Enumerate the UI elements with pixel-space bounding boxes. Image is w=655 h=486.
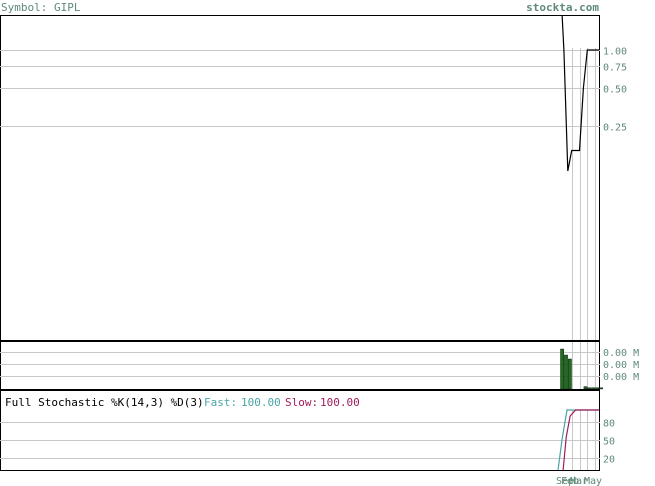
volume-bar [564, 354, 568, 390]
stochastic-tick-label: 80 [603, 419, 615, 430]
stochastic-tick-label: 20 [603, 455, 615, 466]
x-axis-label: Mar [570, 476, 588, 486]
volume-tick-label: 0.00 M [603, 348, 639, 359]
stochastic-slow-label: Slow: [285, 396, 318, 409]
stochastic-fast-label: Fast: [204, 396, 237, 409]
stochastic-panel [0, 390, 600, 471]
x-axis-label: Sep [556, 476, 574, 486]
stochastic-title: Full Stochastic %K(14,3) %D(3) [5, 396, 204, 409]
volume-bar [560, 348, 564, 390]
price-line [561, 16, 599, 172]
price-tick-label: 1.00 [603, 47, 627, 58]
volume-bar [587, 387, 592, 390]
price-tick-label: 0.75 [603, 63, 627, 74]
site-label[interactable]: stockta.com [526, 1, 599, 14]
stochastic-slow-line [562, 409, 599, 471]
symbol-label: Symbol: GIPL [1, 1, 81, 14]
volume-bar [595, 387, 599, 390]
stochastic-slow-value: 100.00 [320, 396, 360, 409]
volume-chart-layer: 0.00 M0.00 M0.00 M [0, 342, 639, 390]
volume-tick-label: 0.00 M [603, 360, 639, 371]
volume-bar [583, 386, 588, 390]
volume-panel [0, 341, 600, 390]
volume-bar [591, 387, 596, 390]
x-axis-label: May [584, 476, 602, 486]
volume-bar [568, 358, 572, 390]
price-tick-label: 0.50 [603, 85, 627, 96]
volume-tick-label: 0.00 M [603, 372, 639, 383]
volume-bar [599, 387, 603, 390]
price-panel [0, 15, 600, 341]
stochastic-tick-label: 50 [603, 437, 615, 448]
stochastic-fast-value: 100.00 [241, 396, 281, 409]
x-axis-label: Feb [561, 476, 579, 486]
price-tick-label: 0.25 [603, 123, 627, 134]
price-chart-layer: 1.00 0.75 0.50 0.25 [0, 16, 627, 340]
